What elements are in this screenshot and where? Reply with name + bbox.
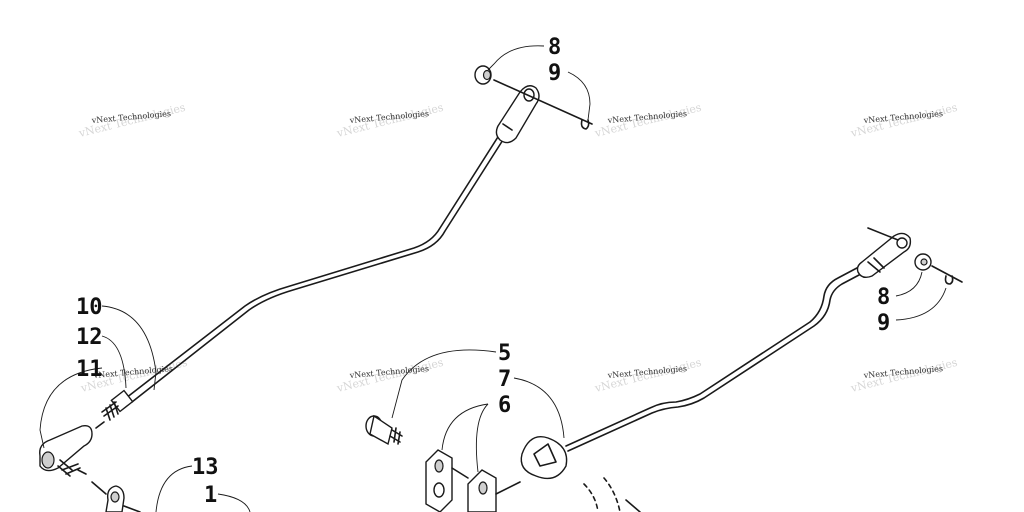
callout-9-right: 9 [877,311,890,336]
ball-joint-11 [39,424,93,477]
callout-7: 7 [498,367,511,392]
watermark-7: vNext Technologies vNext Technologies [593,356,703,395]
watermark-2: vNext Technologies vNext Technologies [335,101,445,140]
lower-link-eye [91,481,141,512]
leader-lines [39,45,947,512]
right-cotter-pin [931,265,963,285]
threaded-rod-end [95,389,134,429]
bracket-plate-a [425,449,469,512]
lower-link-rod [565,259,877,452]
hidden-lines [583,477,641,512]
callout-8-right: 8 [877,285,890,310]
callout-10: 10 [76,295,103,320]
watermark-6: vNext Technologies vNext Technologies [335,356,445,395]
rod-grommet [520,436,568,480]
upper-rod-end [495,85,540,144]
watermark-8: vNext Technologies vNext Technologies [849,356,959,395]
right-rod-end [856,227,912,279]
right-washer [914,253,932,271]
watermark-3: vNext Technologies vNext Technologies [593,101,703,140]
callout-9-top: 9 [548,61,561,86]
callout-11: 11 [76,357,103,382]
watermark-1: vNext Technologies vNext Technologies [77,101,187,140]
upper-link-rod [125,117,516,403]
callout-8-top: 8 [548,35,561,60]
callout-13: 13 [192,455,219,480]
callout-5: 5 [498,341,511,366]
shoulder-bolt [365,414,403,446]
watermark-4: vNext Technologies vNext Technologies [849,101,959,140]
top-cotter-pin [493,79,593,130]
watermark-group: vNext Technologies vNext Technologies vN… [77,101,959,395]
top-nut [474,65,492,85]
callout-labels: 8 9 8 9 10 12 11 5 7 6 13 1 [76,35,890,508]
callout-6: 6 [498,393,511,418]
bracket-plate-b [467,469,521,512]
callout-1: 1 [204,483,217,508]
callout-12: 12 [76,325,103,350]
